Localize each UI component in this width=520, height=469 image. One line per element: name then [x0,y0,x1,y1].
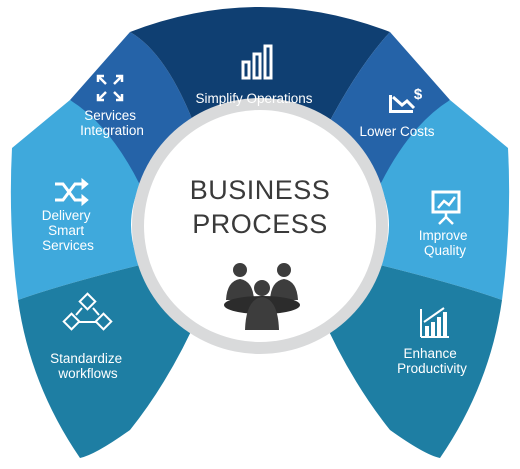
center-disc [144,110,376,342]
label-delivery-smart-services: Delivery Smart Services [42,208,95,253]
label-line: Delivery [42,208,91,223]
segment-enhance-productivity [320,265,502,458]
label-improve-quality: Improve Quality [419,228,472,258]
label-line: Services [42,238,94,253]
label-line: Smart [48,223,84,238]
label-line: Improve [419,228,468,243]
label-lower-costs: Lower Costs [359,124,434,139]
bar-chart-icon [241,44,273,80]
label-line: Services [84,108,136,123]
label-line: workflows [57,366,118,381]
svg-text:$: $ [414,86,423,103]
presentation-board-icon [431,190,461,225]
label-line: Quality [424,243,466,258]
label-line: Lower Costs [359,124,434,139]
label-simplify-operations: Simplify Operations [195,91,312,106]
cost-down-icon: $ [389,86,423,113]
integration-arrows-icon [96,74,124,102]
label-enhance-productivity: Enhance Productivity [397,346,467,376]
label-line: Integration [80,123,144,138]
label-line: Simplify Operations [195,91,312,106]
growth-chart-icon [420,307,449,338]
shuffle-icon [55,177,89,207]
label-line: Enhance [403,346,456,361]
center-title-line2: PROCESS [192,209,328,239]
label-line: Standardize [50,351,122,366]
label-services-integration: Services Integration [80,108,144,138]
meeting-people-icon [224,263,300,330]
label-line: Productivity [397,361,467,376]
workflow-icon [62,292,113,331]
label-standardize-workflows: Standardize workflows [50,351,126,381]
segment-standardize-workflows [18,265,200,458]
center-title-line1: BUSINESS [190,175,331,205]
